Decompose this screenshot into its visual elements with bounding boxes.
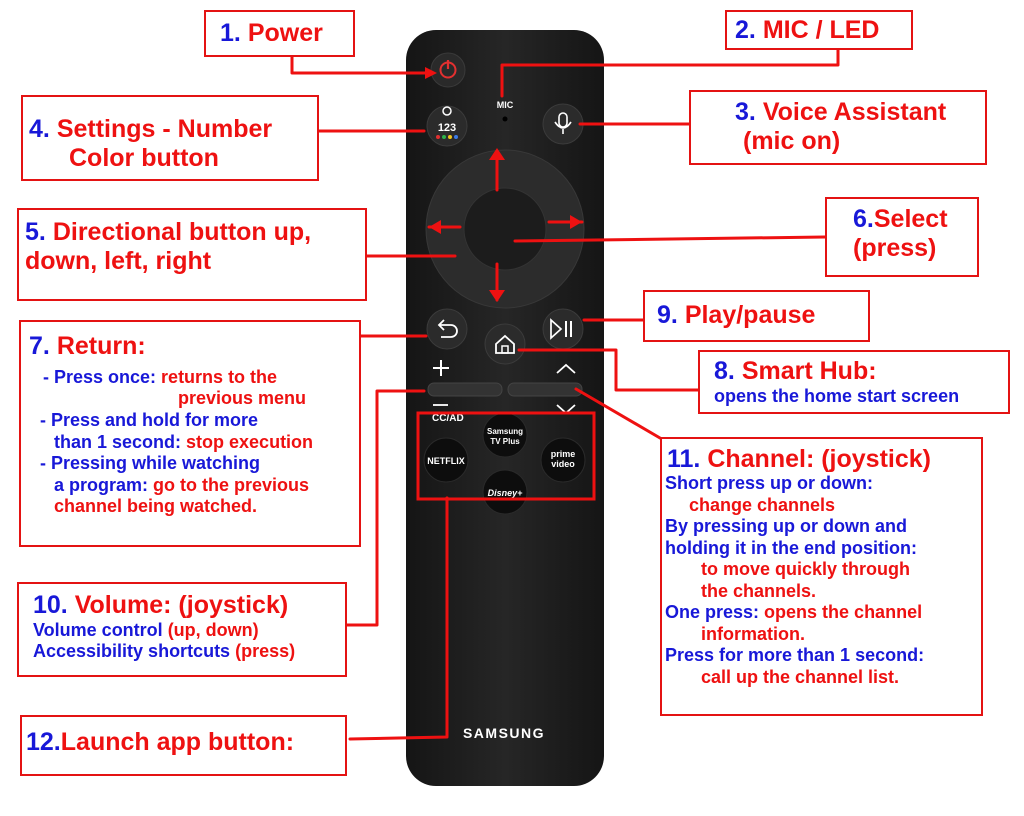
return-l7: channel being watched. [54,496,258,516]
channel-l6: the channels. [701,581,817,601]
return-title: Return: [56,332,146,360]
voice-assistant-button[interactable] [542,103,584,145]
disney-label: Disney+ [488,488,524,498]
return-l4a: than 1 second: [54,432,187,452]
volume-l1a: Volume control [33,620,168,640]
prime-label-2: video [551,459,575,469]
home-button[interactable] [484,323,526,365]
smart-hub-number: 8. [714,357,735,385]
launch-title: Launch app button: [60,728,295,756]
directional-subtitle: down, left, right [25,247,212,275]
power-title: Power [247,19,323,47]
channel-l3: By pressing up or down and [665,516,908,536]
callout-launch-app: 12.Launch app button: [20,715,347,776]
prime-label-1: prime [551,449,576,459]
callout-select: 6.Select (press) [825,197,979,277]
select-title: Select [873,205,948,233]
cc-ad-label: CC/AD [432,413,464,424]
microphone-icon [554,112,572,134]
remote-body [406,30,604,786]
return-l6b: go to the previous [153,475,310,495]
settings-subtitle: Color button [69,144,219,172]
channel-title: Channel: (joystick) [707,445,931,473]
samsung-tv-plus-button[interactable]: Samsung TV Plus [482,412,528,458]
settings-number: 4. [29,115,50,143]
settings-title: Settings - Number [56,115,273,143]
power-button[interactable] [430,52,466,88]
callout-settings: 4. Settings - Number Color button [21,95,319,181]
return-l2: previous menu [178,388,307,408]
settings-number-button[interactable]: 123 [426,105,468,147]
power-number: 1. [220,19,241,47]
play-pause-number: 9. [657,301,678,329]
netflix-label: NETFLIX [427,456,465,466]
return-l6a: a program: [54,475,154,495]
volume-l1b: (up, down) [167,620,259,640]
channel-l7b: opens the channel [764,602,923,622]
select-subtitle: (press) [853,234,937,262]
channel-l10: call up the channel list. [701,667,900,687]
return-l1b: returns to the [161,367,278,387]
play-pause-icon [550,318,572,340]
smart-hub-subtitle: opens the home start screen [714,386,960,406]
callout-power: 1. Power [204,10,355,57]
channel-number: 11. [667,445,701,473]
voice-subtitle: (mic on) [743,127,841,155]
chevron-up-icon [556,363,576,374]
play-pause-button[interactable] [542,308,584,350]
callout-return: 7. Return: - Press once: returns to the … [19,320,361,547]
channel-l4: holding it in the end position: [665,538,917,558]
channel-l7a: One press: [665,602,765,622]
directional-number: 5. [25,218,46,246]
channel-l2: change channels [689,495,836,515]
select-number: 6. [853,205,874,233]
samsung-tv-label-1: Samsung [487,427,523,436]
volume-number: 10. [33,591,68,619]
return-l4b: stop execution [186,432,314,452]
return-button[interactable] [426,308,468,350]
samsung-tv-label-2: TV Plus [490,437,520,446]
home-icon [495,334,515,354]
callout-directional: 5. Directional button up, down, left, ri… [17,208,367,301]
voice-title: Voice Assistant [762,98,947,126]
return-icon [440,324,458,338]
callout-mic-led: 2. MIC / LED [725,10,913,50]
return-l1a: - Press once: [43,367,162,387]
volume-joystick[interactable]: CC/AD [427,360,503,424]
launch-number: 12. [26,728,61,756]
callout-channel: 11. Channel: (joystick) Short press up o… [660,437,983,716]
channel-l5: to move quickly through [701,559,911,579]
directional-title: Directional button up, [52,218,312,246]
callout-volume: 10. Volume: (joystick) Volume control (u… [17,582,347,677]
return-l3: - Press and hold for more [40,410,259,430]
callout-voice-assistant: 3. Voice Assistant (mic on) [689,90,987,165]
channel-l1: Short press up or down: [665,473,874,493]
callout-smart-hub: 8. Smart Hub: opens the home start scree… [698,350,1010,414]
return-l5: - Pressing while watching [40,453,261,473]
select-button[interactable] [463,187,547,271]
app-buttons-highlight [416,411,596,501]
disney-plus-button[interactable]: Disney+ [482,469,528,515]
channel-l8: information. [701,624,805,644]
mic-led [502,116,508,122]
voice-number: 3. [735,98,756,126]
play-pause-title: Play/pause [684,301,816,329]
gear-icon [442,106,452,116]
arrowheads [425,67,582,302]
smart-hub-title: Smart Hub: [741,357,877,385]
return-number: 7. [29,332,50,360]
callout-play-pause: 9. Play/pause [643,290,870,342]
mic-led-number: 2. [735,16,756,44]
netflix-button[interactable]: NETFLIX [423,437,469,483]
number-label: 123 [438,122,456,134]
volume-title: Volume: (joystick) [74,591,289,619]
volume-l2b: (press) [235,641,296,661]
volume-l2a: Accessibility shortcuts [33,641,236,661]
mic-label: MIC [497,100,514,110]
channel-l9: Press for more than 1 second: [665,645,925,665]
samsung-logo: SAMSUNG [463,725,545,741]
prime-video-button[interactable]: prime video [540,437,586,483]
mic-led-title: MIC / LED [762,16,880,44]
